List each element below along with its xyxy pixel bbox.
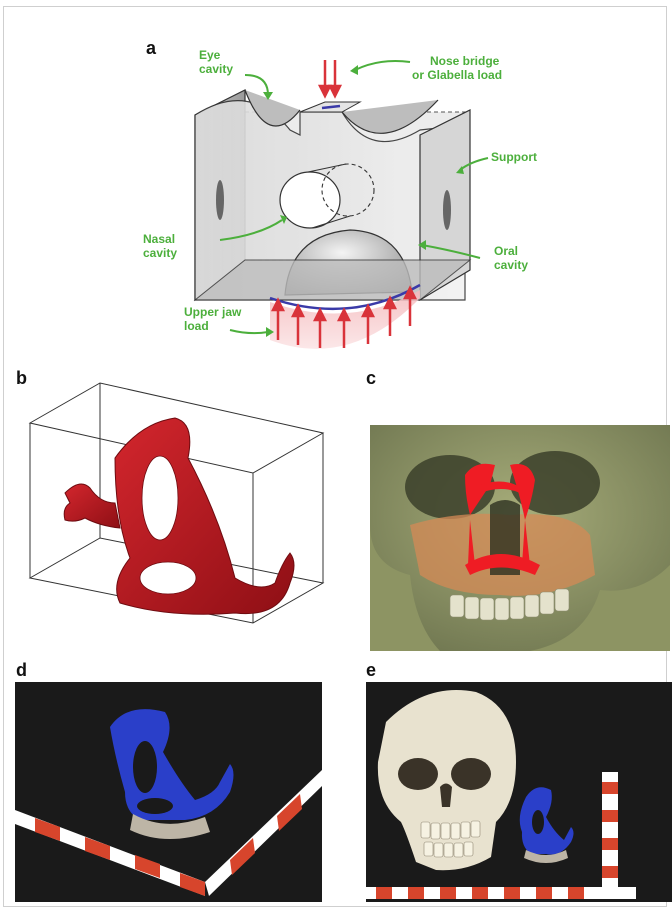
panel-label-d: d bbox=[16, 660, 27, 681]
implant-body bbox=[115, 418, 294, 614]
skull-left-orbit bbox=[398, 758, 438, 790]
panel-c-skull-overlay bbox=[370, 425, 670, 651]
panel-label-e: e bbox=[366, 660, 376, 681]
panel-a-diagram bbox=[150, 40, 530, 350]
panel-e-skull-comparison-photo bbox=[366, 682, 672, 902]
implant-hole-lower bbox=[140, 562, 196, 594]
skull-right-orbit bbox=[451, 758, 491, 790]
support-slot-right bbox=[443, 190, 451, 230]
panel-b-implant-render bbox=[20, 378, 330, 628]
skull-nasal-opening bbox=[440, 784, 452, 808]
nose-callout-arrow bbox=[355, 61, 410, 70]
implant-hole-upper bbox=[142, 456, 178, 540]
nasal-cylinder-front bbox=[280, 172, 340, 228]
callout-support: Support bbox=[491, 150, 537, 164]
nose-bridge-load-arrows bbox=[320, 60, 340, 96]
panel-d-printed-implant-photo bbox=[15, 682, 322, 902]
panel-label-c: c bbox=[366, 368, 376, 389]
support-slot-left bbox=[216, 180, 224, 220]
implant-left-arm bbox=[64, 484, 120, 528]
nose-callout-arrowhead bbox=[350, 65, 358, 75]
